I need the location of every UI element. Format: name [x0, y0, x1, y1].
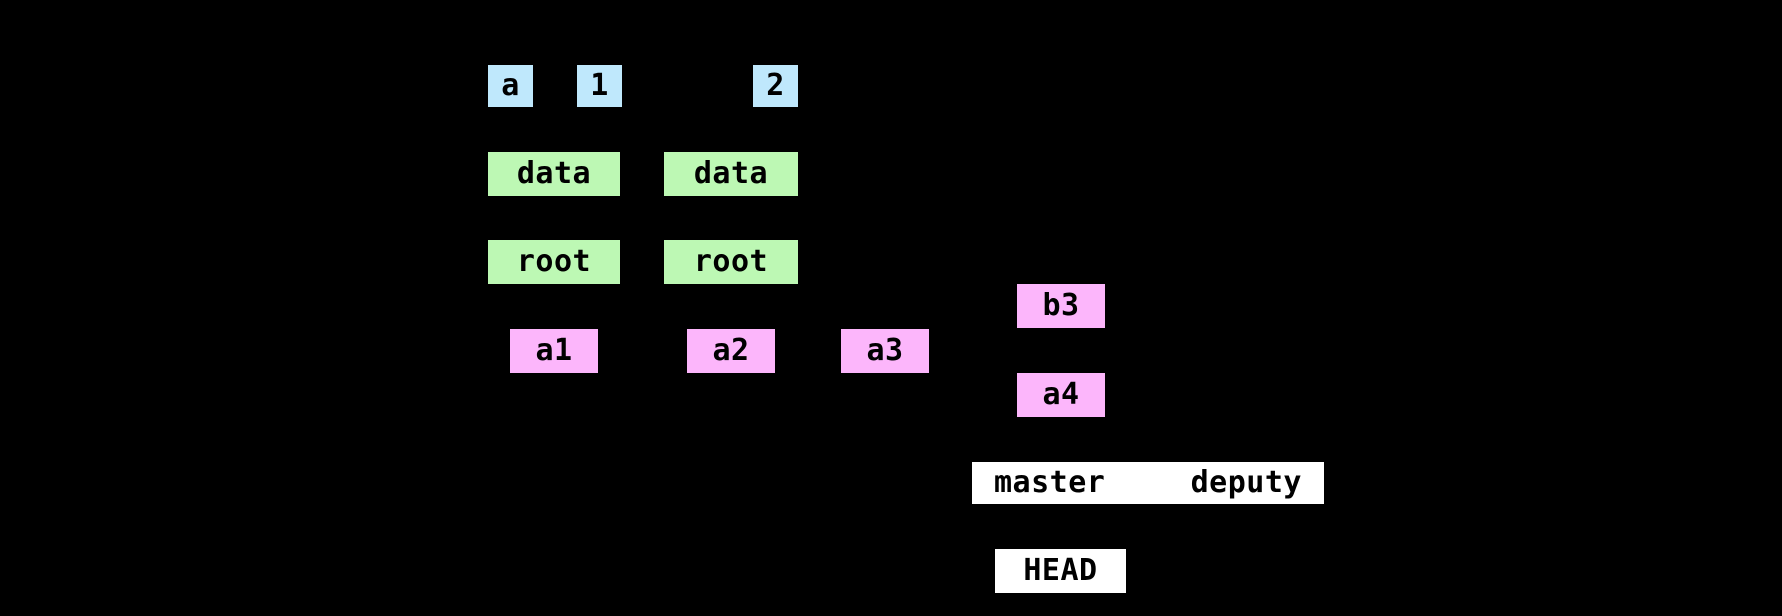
node-label-tree-root-1: root — [516, 244, 592, 279]
node-tree-root-1[interactable]: root — [488, 240, 620, 284]
node-label-commit-b3: b3 — [1042, 288, 1080, 323]
node-label-blob-1: 1 — [590, 68, 609, 103]
ref-head[interactable]: HEAD — [995, 549, 1126, 593]
node-commit-a3[interactable]: a3 — [841, 329, 929, 373]
ref-label-deputy: deputy — [1190, 465, 1302, 500]
node-tree-root-2[interactable]: root — [664, 240, 798, 284]
node-commit-a1[interactable]: a1 — [510, 329, 598, 373]
node-label-commit-a4: a4 — [1042, 377, 1080, 412]
node-label-commit-a3: a3 — [866, 333, 904, 368]
node-label-tree-data-2: data — [693, 156, 769, 191]
node-blob-2[interactable]: 2 — [753, 65, 798, 107]
node-label-commit-a1: a1 — [535, 333, 573, 368]
node-tree-data-1[interactable]: data — [488, 152, 620, 196]
ref-head-label: HEAD — [1023, 553, 1098, 588]
node-commit-a2[interactable]: a2 — [687, 329, 775, 373]
node-label-tree-data-1: data — [516, 156, 592, 191]
node-commit-b3[interactable]: b3 — [1017, 284, 1105, 328]
node-label-commit-a2: a2 — [712, 333, 750, 368]
node-blob-1[interactable]: 1 — [577, 65, 622, 107]
node-blob-a[interactable]: a — [488, 65, 533, 107]
node-label-blob-a: a — [501, 68, 520, 103]
ref-label-master: master — [994, 465, 1106, 500]
node-commit-a4[interactable]: a4 — [1017, 373, 1105, 417]
ref-bar-branches[interactable]: master deputy — [972, 462, 1324, 504]
node-label-tree-root-2: root — [693, 244, 769, 279]
node-tree-data-2[interactable]: data — [664, 152, 798, 196]
node-label-blob-2: 2 — [766, 68, 785, 103]
